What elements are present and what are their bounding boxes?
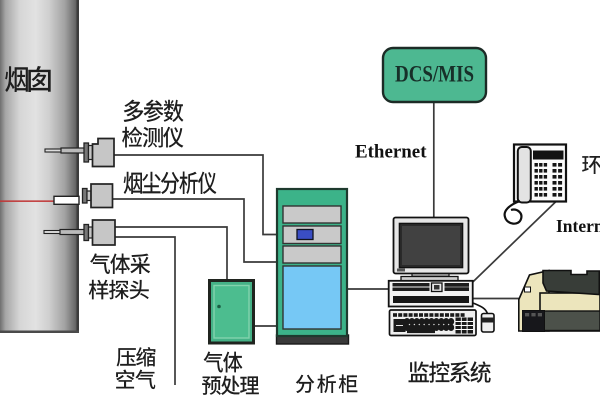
svg-text:Internet: Internet [556, 216, 600, 236]
svg-text:DCS/MIS: DCS/MIS [395, 62, 474, 87]
svg-text:Ethernet: Ethernet [355, 143, 427, 163]
